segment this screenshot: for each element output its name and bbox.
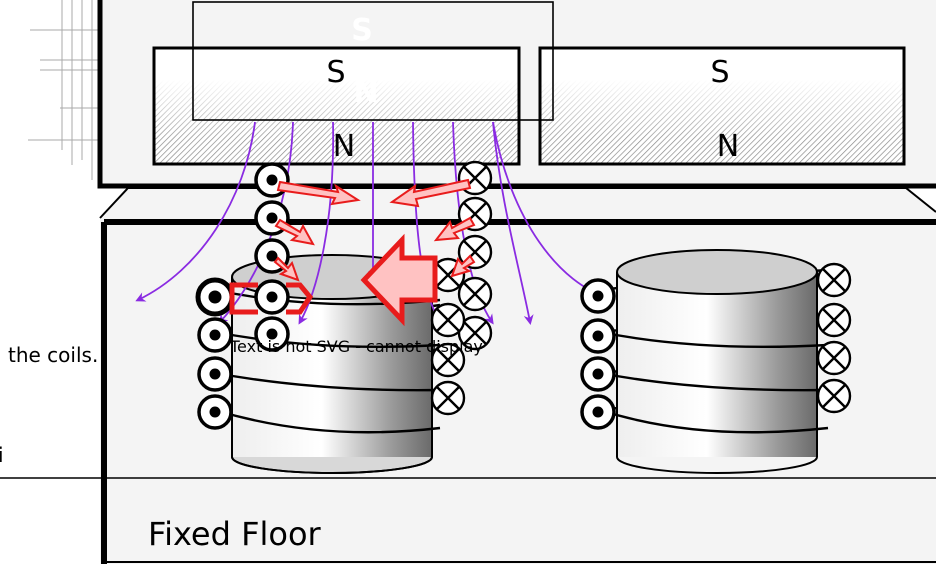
cross-in-symbol xyxy=(816,378,852,414)
force-arrow xyxy=(274,218,315,246)
magnet-left-south-label: S xyxy=(326,55,345,90)
force-arrow xyxy=(450,254,476,278)
dot-out-symbol xyxy=(580,394,616,430)
conductor-symbols xyxy=(195,162,616,430)
cross-in-symbol xyxy=(816,302,852,338)
force-arrow xyxy=(433,216,476,242)
field-line-arrow xyxy=(412,121,442,325)
ghost-north-label: N xyxy=(353,75,378,110)
dot-out-symbol xyxy=(254,316,290,352)
dot-out-symbol xyxy=(254,279,290,315)
side-text-line2: i xyxy=(0,443,4,467)
force-arrow xyxy=(273,256,300,282)
field-line-arrow xyxy=(298,121,335,325)
magnet-right-south-label: S xyxy=(710,55,729,90)
force-arrow xyxy=(389,178,472,208)
floor-label: Fixed Floor xyxy=(148,515,322,553)
force-arrow xyxy=(276,180,361,206)
magnet-left-north-label: N xyxy=(333,129,355,164)
cross-symbols xyxy=(430,160,852,416)
coil-core-right xyxy=(616,249,818,474)
field-line-arrow xyxy=(135,121,256,302)
ghost-south-label: S xyxy=(351,13,373,48)
side-text-line1: the coils. xyxy=(8,343,98,367)
error-placeholder: Text is not SVG - cannot display xyxy=(229,337,483,356)
cross-in-symbol xyxy=(430,302,466,338)
main-force-arrow xyxy=(360,233,438,327)
dot-out-symbol xyxy=(580,318,616,354)
cross-in-symbol xyxy=(457,276,493,312)
background-grid xyxy=(28,0,100,180)
cross-in-symbol xyxy=(430,342,466,378)
highlight-bracket xyxy=(229,282,314,315)
cross-in-symbol xyxy=(430,380,466,416)
dot-out-symbol xyxy=(195,277,235,317)
force-arrows xyxy=(273,178,476,282)
field-line-arrow xyxy=(492,121,534,325)
magnet-right-north-label: N xyxy=(717,129,739,164)
dot-out-symbol xyxy=(197,394,233,430)
dot-out-symbol xyxy=(580,278,616,314)
dot-out-symbol xyxy=(197,317,233,353)
magnet-left: S N xyxy=(152,46,521,166)
dot-out-symbol xyxy=(580,356,616,392)
cross-in-symbol xyxy=(816,340,852,376)
dot-out-symbol xyxy=(197,356,233,392)
ghost-magnet: S N xyxy=(192,1,554,121)
magnet-right: S N xyxy=(538,46,906,166)
cross-in-symbol xyxy=(816,262,852,298)
